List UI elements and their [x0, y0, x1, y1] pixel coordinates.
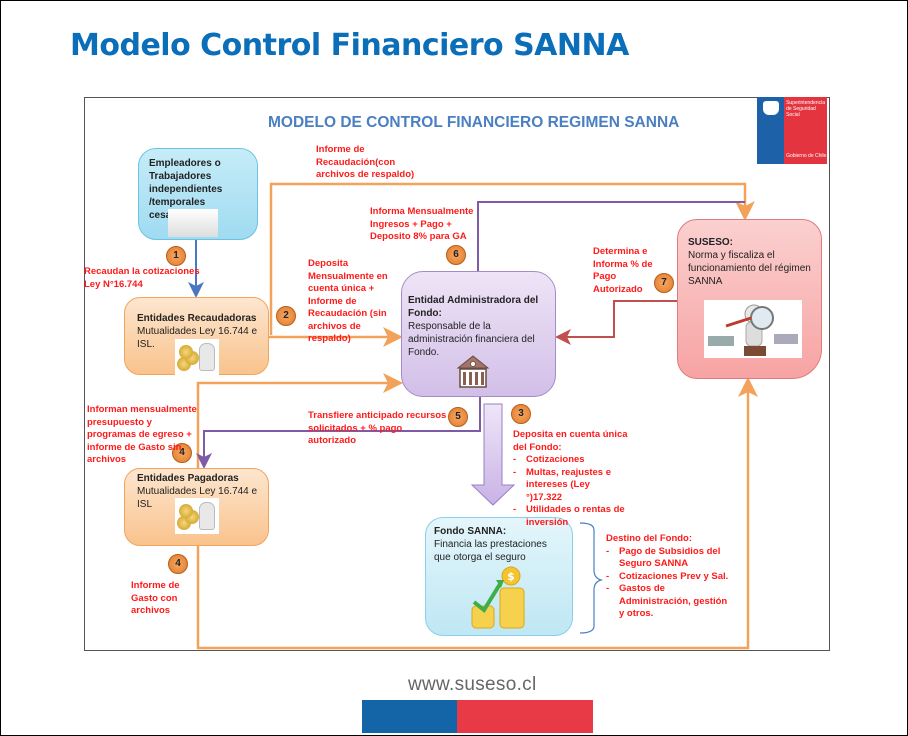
logo-org-line3: Social [786, 112, 800, 118]
svg-text:$: $ [507, 570, 515, 583]
label-destino: Destino del Fondo: Pago de Subsidios del… [606, 533, 730, 621]
node-fondo-title: Fondo SANNA: [434, 526, 507, 537]
step-6-badge: 6 [446, 245, 466, 265]
node-entidad-text: Responsable de la administración financi… [408, 321, 535, 358]
label-deposita-fondo-item: Utilidades o rentas de inversión [513, 504, 628, 529]
step-2-badge: 2 [276, 306, 296, 326]
label-deposita-fondo: Deposita en cuenta única del Fondo: Coti… [513, 429, 628, 529]
label-deposita-fondo-item: Multas, reajustes e intereses (Ley °)17.… [513, 467, 628, 505]
slide-title: Modelo Control Financiero SANNA [70, 28, 629, 63]
website-link[interactable]: www.suseso.cl [408, 674, 537, 695]
node-recaudadoras-title: Entidades Recaudadoras [137, 313, 257, 324]
coins-person-icon [175, 498, 219, 534]
label-deposita-fondo-heading: Deposita en cuenta única del Fondo: [513, 429, 628, 453]
step-3-badge: 3 [511, 404, 531, 424]
destino-brace [579, 522, 604, 634]
logo-org-line1: Superintendencia [786, 100, 825, 106]
suseso-logo: Superintendencia de Seguridad Social Gob… [757, 97, 827, 164]
arrow-5 [196, 397, 481, 469]
logo-gov: Gobierno de Chile [786, 153, 827, 159]
logo-org-line2: de Seguridad [786, 106, 816, 112]
node-pagadoras-text: Mutualidades Ley 16.744 e ISL [137, 486, 258, 510]
node-fondo-sanna: Fondo SANNA: Financia las prestaciones q… [425, 517, 573, 636]
step-1-badge: 1 [166, 246, 186, 266]
label-destino-item: Gastos de Administración, gestión y otro… [606, 583, 730, 621]
arrow-4-bottom [196, 377, 758, 650]
step-4b-badge: 4 [168, 554, 188, 574]
flag-bar-blue [362, 700, 457, 733]
node-recaudadoras: Entidades Recaudadoras Mutualidades Ley … [124, 297, 269, 375]
step-7-badge: 7 [654, 273, 674, 293]
arrow-6 [477, 201, 745, 271]
label-determina: Determina e Informa % de Pago Autorizado [593, 246, 653, 295]
coins-person-icon [175, 339, 219, 375]
label-destino-heading: Destino del Fondo: [606, 533, 693, 544]
bank-icon [456, 355, 490, 388]
arrow-4 [196, 373, 403, 468]
desk-icon [168, 209, 218, 237]
flag-bar-red [457, 700, 593, 733]
label-informan-presupuesto: Informan mensualmente presupuesto y prog… [87, 404, 197, 465]
label-transfiere: Transfiere anticipado recursos solicitad… [308, 410, 447, 446]
coins-growth-icon: $ [471, 566, 525, 629]
magnifier-inspection-icon [704, 300, 802, 358]
node-suseso-text: Norma y fiscaliza el funcionamiento del … [688, 250, 811, 287]
node-recaudadoras-text: Mutualidades Ley 16.744 e ISL. [137, 326, 258, 350]
arrow-informe-recaudacion [269, 182, 755, 335]
step-5-badge: 5 [448, 407, 468, 427]
step-4-badge: 4 [172, 443, 192, 463]
arrow-7 [555, 300, 677, 345]
coat-of-arms-icon [763, 101, 779, 115]
label-informa-mensualmente: Informa Mensualmente Ingresos + Pago + D… [370, 206, 474, 242]
label-destino-item: Pago de Subsidios del Seguro SANNA [606, 546, 730, 571]
label-recaudan: Recaudan la cotizaciones Ley N°16.744 [84, 266, 200, 290]
node-pagadoras-title: Entidades Pagadoras [137, 473, 239, 484]
label-deposita-fondo-item: Cotizaciones [513, 454, 628, 467]
label-destino-item: Cotizaciones Prev y Sal. [606, 571, 730, 584]
arrow-3 [470, 403, 516, 506]
node-entidad-title: Entidad Administradora del Fondo: [408, 295, 539, 319]
node-suseso-title: SUSESO: [688, 237, 734, 248]
node-fondo-text: Financia las prestaciones que otorga el … [434, 539, 547, 563]
label-deposita-mensualmente: Deposita Mensualmente en cuenta única + … [308, 258, 388, 344]
diagram-title: MODELO DE CONTROL FINANCIERO REGIMEN SAN… [268, 114, 680, 131]
label-informe-gasto: Informe de Gasto con archivos [131, 580, 180, 616]
label-informe-recaudacion: Informe de Recaudación(con archivos de r… [316, 144, 415, 180]
